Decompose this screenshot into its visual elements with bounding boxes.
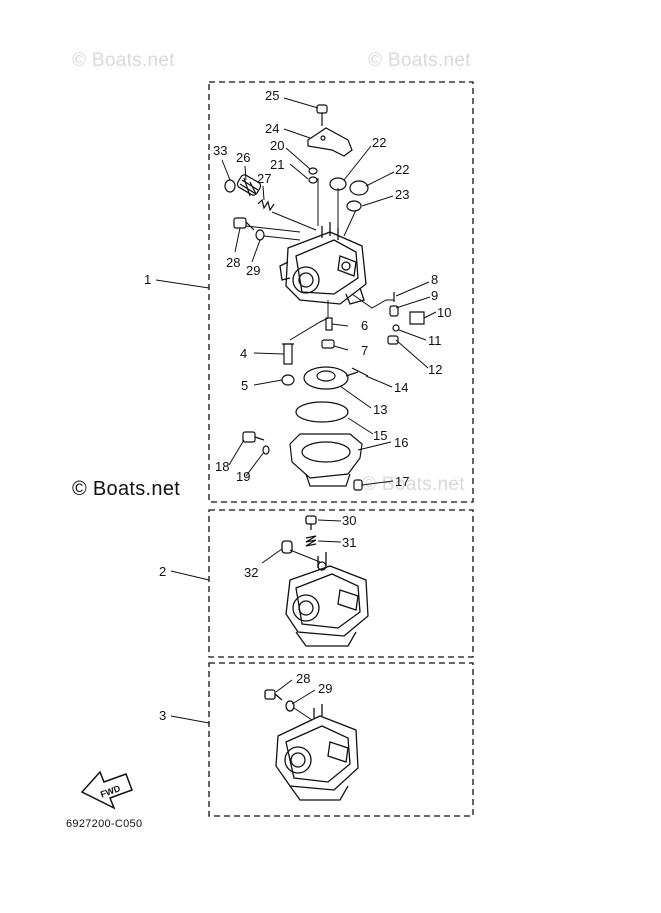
callout-labels: 1 2 3 4 5 6 7 8 9 10 11 12 13 14 15 16 1… [144,88,451,723]
callout-28b: 28 [296,671,310,686]
diagram-code: 6927200-C050 [66,818,143,830]
callout-8: 8 [431,272,438,287]
callout-15: 15 [373,428,387,443]
callout-27: 27 [257,171,271,186]
callout-4: 4 [240,346,247,361]
callout-10: 10 [437,305,451,320]
callout-28a: 28 [226,255,240,270]
callout-24: 24 [265,121,279,136]
group-box-3 [208,662,474,817]
fwd-arrow-icon: FWD [80,770,133,810]
callout-13: 13 [373,402,387,417]
watermark-top-left: © Boats.net [72,50,175,71]
group-box-1 [208,81,474,503]
callout-21: 21 [270,157,284,172]
callout-19: 19 [236,469,250,484]
callout-22a: 22 [372,135,386,150]
callout-17: 17 [395,474,409,489]
callout-3: 3 [159,708,166,723]
callout-6: 6 [361,318,368,333]
group-box-2 [208,509,474,658]
callout-25: 25 [265,88,279,103]
callout-14: 14 [394,380,408,395]
callout-16: 16 [394,435,408,450]
watermark-top-right: © Boats.net [368,50,471,71]
callout-23: 23 [395,187,409,202]
callout-5: 5 [241,378,248,393]
callout-20: 20 [270,138,284,153]
watermark-mid-left: © Boats.net [72,478,181,500]
callout-26: 26 [236,150,250,165]
callout-29a: 29 [246,263,260,278]
callout-18: 18 [215,459,229,474]
callout-9: 9 [431,288,438,303]
carburetor-assembly-1 [245,178,394,341]
callout-22b: 22 [395,162,409,177]
carburetor-assembly-2 [281,515,369,647]
callout-33: 33 [213,143,227,158]
callout-12: 12 [428,362,442,377]
callout-2: 2 [159,564,166,579]
callout-29b: 29 [318,681,332,696]
callout-30: 30 [342,513,356,528]
callout-7: 7 [361,343,368,358]
callout-11: 11 [428,333,442,348]
carburetor-assembly-3 [264,689,359,801]
callout-32: 32 [244,565,258,580]
watermark-mid-right: © Boats.net [362,474,465,495]
callout-1: 1 [144,272,151,287]
callout-31: 31 [342,535,356,550]
